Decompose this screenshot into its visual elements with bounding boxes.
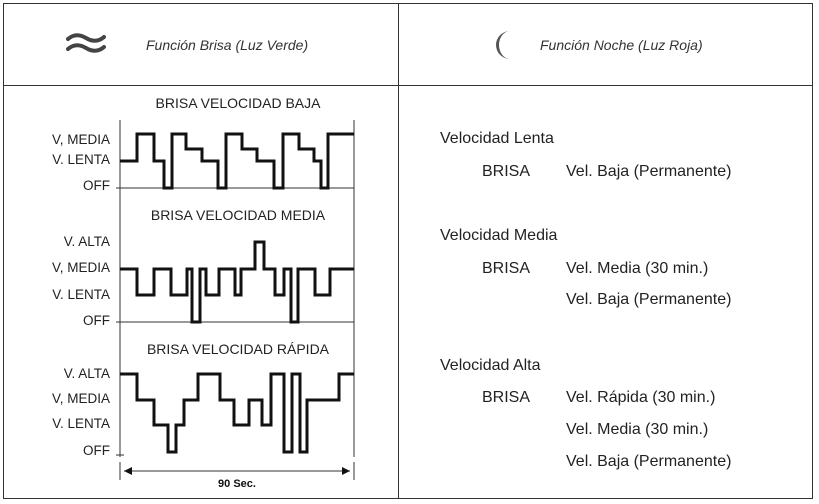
speed-item: Vel. Baja (Permanente)	[566, 453, 732, 470]
speed-item: Vel. Media (30 min.)	[566, 421, 709, 438]
waveform-title-baja: BRISA VELOCIDAD BAJA	[155, 95, 321, 111]
level-label: V. ALTA	[63, 366, 110, 381]
waveform-rapida-trace	[120, 372, 354, 454]
table-frame	[3, 3, 813, 499]
mode-label: BRISA	[482, 389, 531, 406]
duration-label: 90 Sec.	[218, 478, 256, 490]
speed-item: Vel. Rápida (30 min.)	[566, 389, 716, 406]
waveform-media-trace	[120, 240, 354, 324]
waveform-title-media: BRISA VELOCIDAD MEDIA	[150, 207, 326, 223]
duration-arrow-left	[124, 467, 132, 475]
section-title: Velocidad Lenta	[440, 130, 554, 147]
waveform-baja-trace	[120, 132, 354, 190]
level-label: V, MEDIA	[51, 260, 110, 275]
duration-arrow-right	[342, 467, 350, 475]
column-divider	[398, 3, 399, 499]
level-label: OFF	[83, 178, 110, 193]
level-label: V, MEDIA	[51, 391, 110, 406]
header-right-label: Función Noche (Luz Roja)	[540, 37, 703, 53]
mode-label: BRISA	[482, 163, 531, 180]
speed-item: Vel. Baja (Permanente)	[566, 291, 732, 308]
speed-item: Vel. Media (30 min.)	[566, 260, 709, 277]
breeze-waves-icon	[66, 30, 106, 61]
crescent-moon-icon	[492, 29, 516, 66]
header-divider	[3, 85, 813, 86]
section-title: Velocidad Alta	[440, 357, 541, 374]
speed-item: Vel. Baja (Permanente)	[566, 163, 732, 180]
level-label: OFF	[83, 443, 110, 458]
level-label: V. LENTA	[52, 287, 110, 302]
level-label: V. LENTA	[52, 416, 110, 431]
level-label: V. LENTA	[52, 152, 110, 167]
header-left-label: Función Brisa (Luz Verde)	[146, 37, 309, 53]
mode-label: BRISA	[482, 260, 531, 277]
waveform-title-rapida: BRISA VELOCIDAD RÁPIDA	[146, 341, 330, 357]
level-label: OFF	[83, 313, 110, 328]
level-label: V. ALTA	[63, 234, 110, 249]
level-label: V, MEDIA	[51, 132, 110, 147]
section-title: Velocidad Media	[440, 227, 558, 244]
